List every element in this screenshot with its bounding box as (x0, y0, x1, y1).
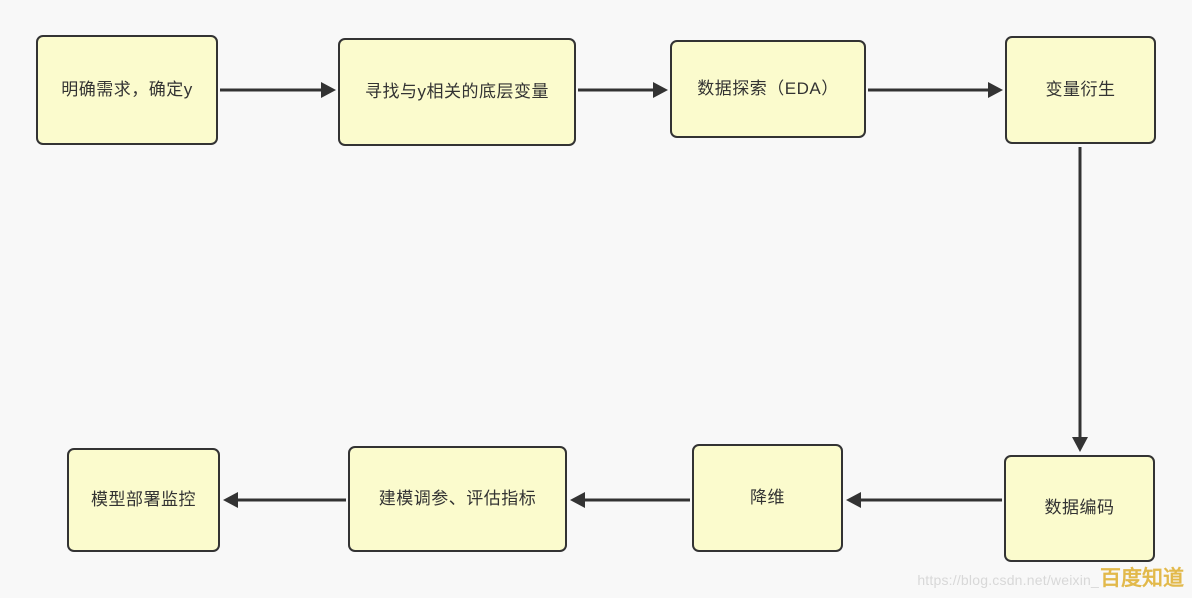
node-label: 寻找与y相关的底层变量 (365, 81, 549, 101)
node-label: 模型部署监控 (91, 489, 196, 509)
edge-arrowhead (223, 492, 238, 508)
edge-arrowhead (988, 82, 1003, 98)
node-dimensionality-reduction[interactable]: 降维 (692, 444, 843, 552)
node-variable-derivation[interactable]: 变量衍生 (1005, 36, 1156, 144)
node-label: 数据探索（EDA） (697, 78, 839, 98)
node-model-deploy-monitor[interactable]: 模型部署监控 (67, 448, 220, 552)
node-data-exploration-eda[interactable]: 数据探索（EDA） (670, 40, 866, 138)
edge-arrowhead (653, 82, 668, 98)
node-define-requirement[interactable]: 明确需求，确定y (36, 35, 218, 145)
watermark: https://blog.csdn.net/weixin_ 百度知道 (917, 562, 1184, 592)
node-find-underlying-variables[interactable]: 寻找与y相关的底层变量 (338, 38, 576, 146)
node-label: 明确需求，确定y (61, 79, 193, 99)
watermark-brand: 百度知道 (1100, 567, 1184, 590)
node-label: 变量衍生 (1045, 79, 1116, 99)
edge-arrowhead (570, 492, 585, 508)
node-data-encoding[interactable]: 数据编码 (1004, 455, 1155, 562)
node-modeling-tuning-metrics[interactable]: 建模调参、评估指标 (348, 446, 567, 552)
node-label: 降维 (750, 487, 785, 507)
watermark-url: https://blog.csdn.net/weixin_ (917, 572, 1099, 588)
node-label: 建模调参、评估指标 (378, 488, 537, 508)
edge-arrowhead (846, 492, 861, 508)
node-label: 数据编码 (1044, 498, 1115, 518)
edge-arrowhead (1072, 437, 1088, 452)
edge-arrowhead (321, 82, 336, 98)
